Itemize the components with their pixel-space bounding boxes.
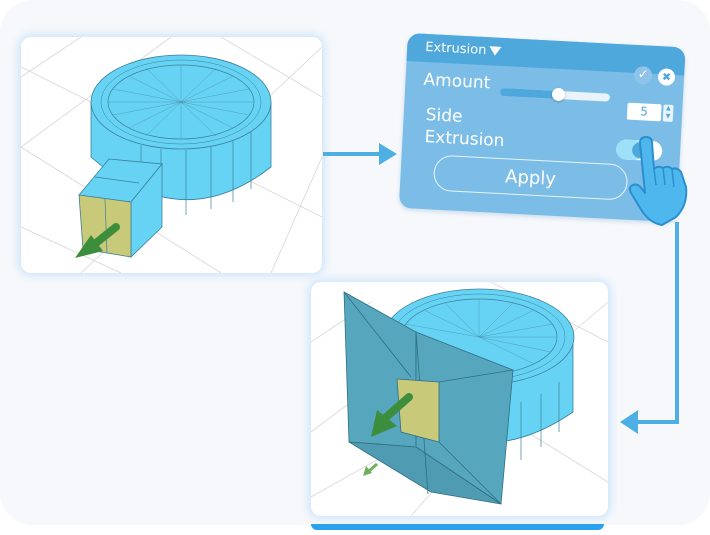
pointing-hand-icon (628, 136, 688, 226)
caret-down-icon (489, 46, 502, 56)
side-extrusion-label-line1: Side (425, 105, 463, 127)
panel-title-dropdown[interactable]: Extrusion (425, 40, 502, 59)
viewport-before[interactable] (21, 37, 322, 273)
amount-slider-thumb[interactable] (551, 87, 566, 102)
amount-label: Amount (423, 69, 491, 94)
model-before (21, 37, 322, 273)
close-icon: ✖ (661, 70, 672, 84)
model-after (311, 282, 608, 516)
amount-stepper[interactable]: ▲ ▼ (662, 104, 674, 122)
amount-input[interactable]: 5 (626, 102, 662, 122)
step-down-icon[interactable]: ▼ (665, 112, 671, 120)
viewport-after[interactable] (311, 282, 608, 516)
check-icon: ✓ (637, 67, 649, 83)
side-extrusion-label-line2: Extrusion (424, 127, 505, 152)
viewport-after-underline (311, 524, 604, 530)
